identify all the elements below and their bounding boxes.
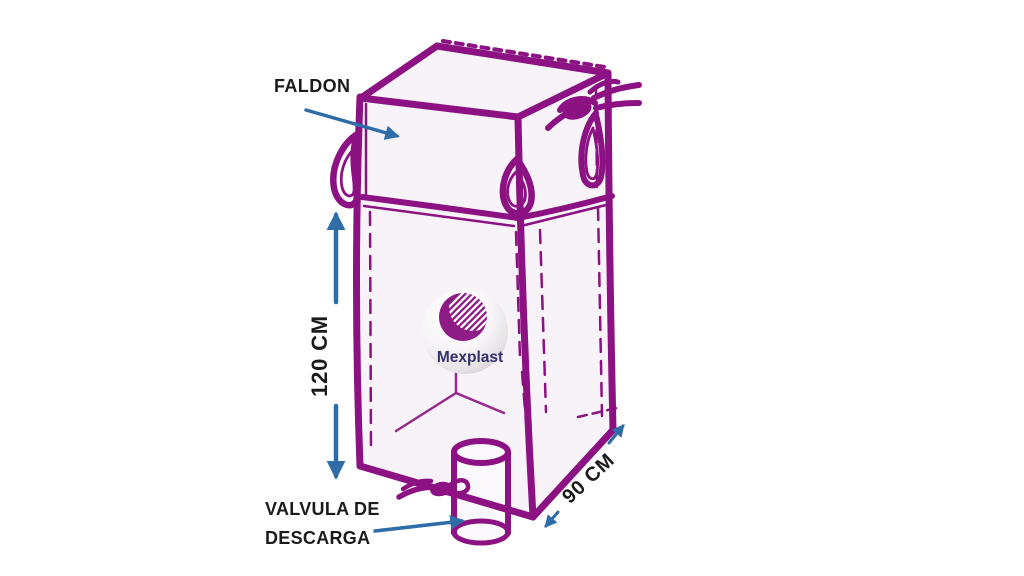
discharge-valve-label: VALVULA DE DESCARGA bbox=[265, 495, 380, 553]
lifting-loop-middle bbox=[499, 155, 535, 217]
bag-drawing bbox=[330, 39, 642, 546]
discharge-valve-label-line2: DESCARGA bbox=[265, 528, 371, 548]
top-stitch-dashes bbox=[441, 39, 607, 69]
valve-pointer-arrow-icon bbox=[373, 515, 465, 533]
faldon-pointer-arrow-icon bbox=[304, 108, 400, 140]
logo-wordmark: Mexplast bbox=[437, 349, 503, 366]
depth-arrow-up-icon bbox=[607, 424, 625, 445]
lifting-loop-left bbox=[330, 131, 361, 209]
faldon-hem bbox=[359, 193, 615, 228]
corner-tie-knot bbox=[545, 78, 642, 131]
logo-globe-icon bbox=[439, 293, 487, 341]
bag-body-fill bbox=[360, 46, 613, 517]
discharge-spout bbox=[451, 438, 511, 546]
lifting-loop-right bbox=[578, 110, 606, 189]
annotation-arrows bbox=[304, 108, 625, 533]
discharge-valve-label-line1: VALVULA DE bbox=[265, 499, 380, 519]
brand-logo: Mexplast bbox=[422, 288, 508, 374]
depth-arrow-down-icon bbox=[544, 510, 560, 528]
height-dimension-label: 120 CM bbox=[307, 315, 332, 397]
spout-tie-bow bbox=[396, 478, 471, 500]
faldon-label: FALDON bbox=[274, 76, 351, 96]
